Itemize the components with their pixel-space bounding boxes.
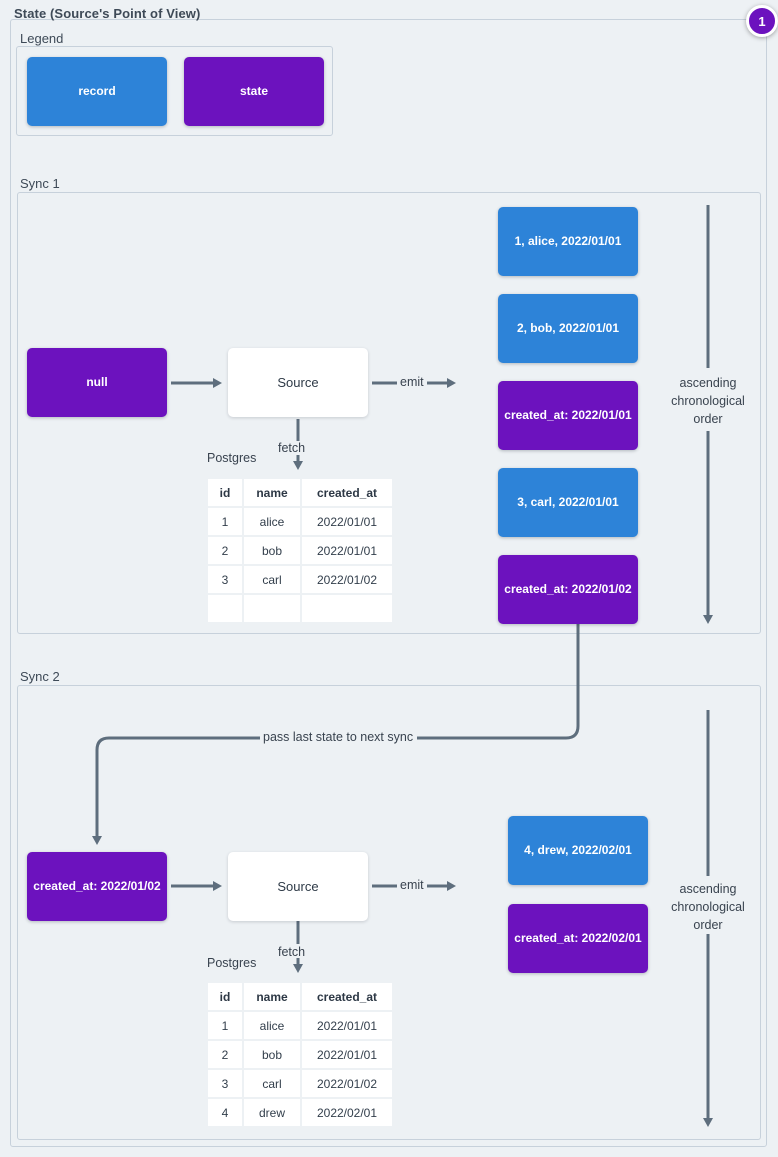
- sync2-order-label: ascending chronological order: [671, 882, 745, 932]
- sync1-order-label: ascending chronological order: [671, 376, 745, 426]
- legend-state-swatch: state: [184, 57, 324, 126]
- table-cell: alice: [244, 1012, 300, 1039]
- table-cell: [244, 595, 300, 622]
- record-node: 4, drew, 2022/02/01: [508, 816, 648, 885]
- legend-record-swatch: record: [27, 57, 167, 126]
- page-title: State (Source's Point of View): [14, 6, 201, 21]
- sync1-frame: [17, 192, 761, 634]
- table-cell: bob: [244, 537, 300, 564]
- column-header-id: id: [208, 479, 242, 506]
- table-cell: 2: [208, 537, 242, 564]
- sync2-postgres-label: Postgres: [207, 956, 257, 970]
- table-cell: 2022/01/01: [302, 537, 392, 564]
- sync1-label: Sync 1: [20, 176, 60, 191]
- legend-frame: [16, 46, 333, 136]
- table-cell: drew: [244, 1099, 300, 1126]
- column-header-name: name: [244, 983, 300, 1010]
- record-node: 2, bob, 2022/01/01: [498, 294, 638, 363]
- table-cell: 2022/02/01: [302, 1099, 392, 1126]
- state-node: created_at: 2022/02/01: [508, 904, 648, 973]
- sync2-postgres-table: id name created_at 1 alice 2022/01/01 2 …: [206, 981, 394, 1128]
- state-node: created_at: 2022/01/02: [498, 555, 638, 624]
- sync2-fetch-label: fetch: [278, 945, 306, 959]
- table-cell: 2: [208, 1041, 242, 1068]
- sync1-input-state-node: null: [27, 348, 167, 417]
- table-row-empty: [208, 595, 392, 622]
- sync2-label: Sync 2: [20, 669, 60, 684]
- column-header-name: name: [244, 479, 300, 506]
- sync1-fetch-label: fetch: [278, 441, 306, 455]
- legend-label: Legend: [20, 31, 64, 46]
- table-cell: bob: [244, 1041, 300, 1068]
- sync2-emit-label: emit: [400, 878, 424, 892]
- table-cell: 2022/01/02: [302, 566, 392, 593]
- sync2-source-node: Source: [228, 852, 368, 921]
- sync1-emit-label: emit: [400, 375, 424, 389]
- annotation-badge: 1: [746, 5, 778, 37]
- table-cell: 2022/01/02: [302, 1070, 392, 1097]
- column-header-created-at: created_at: [302, 983, 392, 1010]
- table-cell: 3: [208, 566, 242, 593]
- state-node: created_at: 2022/01/01: [498, 381, 638, 450]
- table-cell: 2022/01/01: [302, 508, 392, 535]
- table-row: 2 bob 2022/01/01: [208, 537, 392, 564]
- table-cell: [302, 595, 392, 622]
- record-node: 3, carl, 2022/01/01: [498, 468, 638, 537]
- sync2-input-state-node: created_at: 2022/01/02: [27, 852, 167, 921]
- pass-state-label: pass last state to next sync: [263, 730, 414, 744]
- table-cell: 1: [208, 508, 242, 535]
- table-cell: alice: [244, 508, 300, 535]
- column-header-id: id: [208, 983, 242, 1010]
- table-cell: carl: [244, 566, 300, 593]
- table-cell: carl: [244, 1070, 300, 1097]
- table-row: 1 alice 2022/01/01: [208, 508, 392, 535]
- table-row: 2 bob 2022/01/01: [208, 1041, 392, 1068]
- table-row: 3 carl 2022/01/02: [208, 1070, 392, 1097]
- table-row: 1 alice 2022/01/01: [208, 1012, 392, 1039]
- column-header-created-at: created_at: [302, 479, 392, 506]
- table-cell: 1: [208, 1012, 242, 1039]
- table-cell: [208, 595, 242, 622]
- sync1-postgres-table: id name created_at 1 alice 2022/01/01 2 …: [206, 477, 394, 624]
- table-cell: 4: [208, 1099, 242, 1126]
- sync2-frame: [17, 685, 761, 1140]
- table-row: 3 carl 2022/01/02: [208, 566, 392, 593]
- table-cell: 2022/01/01: [302, 1012, 392, 1039]
- sync1-source-node: Source: [228, 348, 368, 417]
- sync1-postgres-label: Postgres: [207, 451, 257, 465]
- record-node: 1, alice, 2022/01/01: [498, 207, 638, 276]
- table-row: 4 drew 2022/02/01: [208, 1099, 392, 1126]
- table-cell: 3: [208, 1070, 242, 1097]
- table-cell: 2022/01/01: [302, 1041, 392, 1068]
- outer-frame: [10, 19, 767, 1147]
